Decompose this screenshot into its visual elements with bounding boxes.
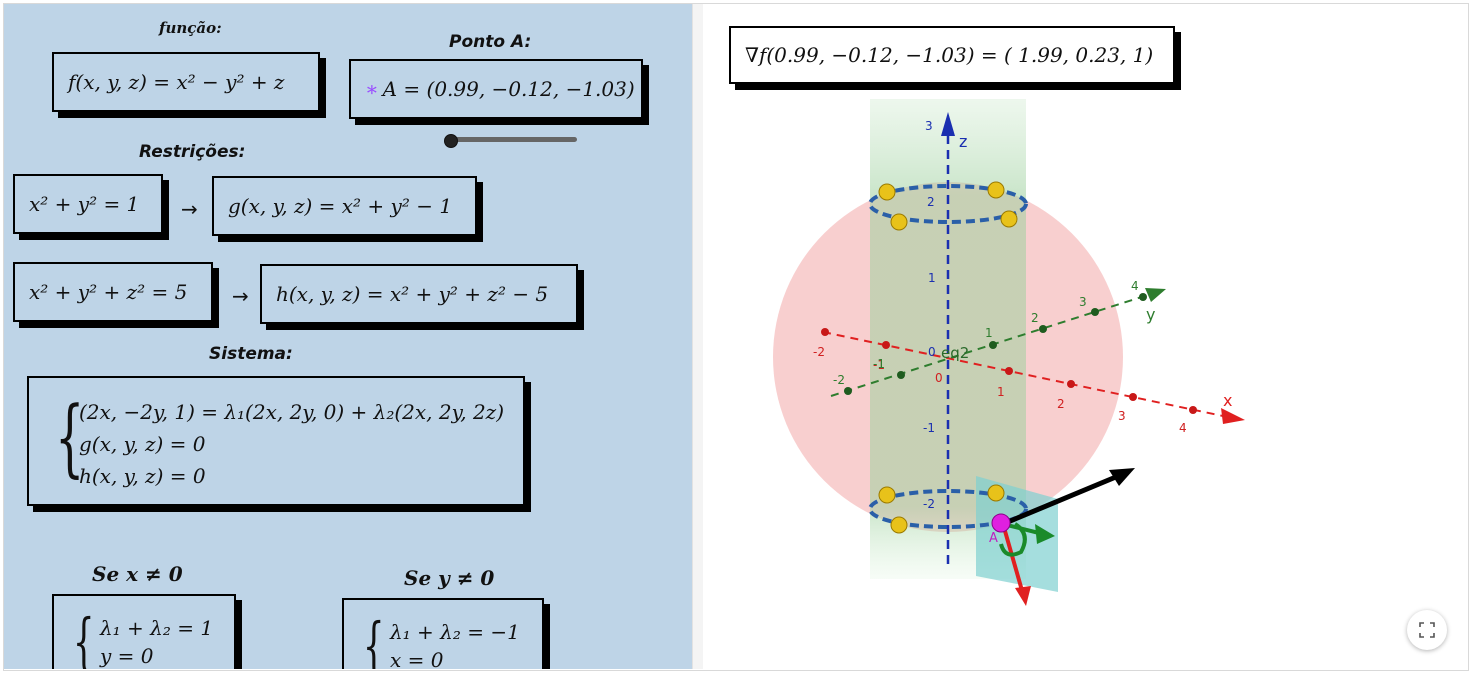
y-tick-label: -1 <box>873 357 885 371</box>
case-y-box[interactable]: { λ₁ + λ₂ = −1 x = 0 <box>342 598 544 669</box>
normal-g-vector[interactable] <box>1001 523 1025 595</box>
z-axis-arrow <box>941 112 955 136</box>
constraint1-box[interactable]: x² + y² = 1 <box>13 174 163 234</box>
constraint2-box[interactable]: x² + y² + z² = 5 <box>13 262 213 322</box>
ponto-heading: Ponto A: <box>449 32 532 52</box>
gradient-box[interactable]: ∇f(0.99, −0.12, −1.03) = ( 1.99, 0.23, 1… <box>729 26 1175 84</box>
z-tick-label: -1 <box>923 421 935 435</box>
y-tick-label: 4 <box>1131 279 1139 293</box>
g-function: g(x, y, z) = x² + y² − 1 <box>228 194 453 218</box>
eq2-label: eq2 <box>941 344 969 362</box>
x-axis <box>822 331 1224 417</box>
y-tick-label: 1 <box>985 326 993 340</box>
left-brace: { <box>55 388 85 486</box>
constraint2-eq: x² + y² + z² = 5 <box>29 280 188 304</box>
x-tick-label: -2 <box>813 345 825 359</box>
normal-g-arrow <box>1015 586 1031 606</box>
angle-arc <box>999 522 1027 557</box>
g-function-box[interactable]: g(x, y, z) = x² + y² − 1 <box>212 176 477 236</box>
y-axis-arrow <box>1145 288 1166 302</box>
case-y-line-2: x = 0 <box>390 648 444 669</box>
y-axis-ticks <box>844 293 1147 395</box>
fullscreen-button[interactable] <box>1407 610 1447 650</box>
intersection-curve-top[interactable] <box>868 184 1028 224</box>
x-tick-label: 3 <box>1118 409 1126 423</box>
point-a[interactable] <box>991 513 1011 533</box>
x-axis-arrow <box>1221 408 1245 424</box>
arrow-icon: → <box>181 197 198 221</box>
intersection-curve-bottom[interactable] <box>868 489 1028 529</box>
fullscreen-icon <box>1419 622 1435 638</box>
y-tick-label: 2 <box>1031 311 1039 325</box>
case-x-line-2: y = 0 <box>100 644 154 668</box>
system-line-2: g(x, y, z) = 0 <box>79 432 206 456</box>
constraint1-eq: x² + y² = 1 <box>29 192 140 216</box>
x-tick-label: 4 <box>1179 421 1187 435</box>
restricoes-heading: Restrições: <box>139 142 246 162</box>
z-tick-label: -2 <box>923 497 935 511</box>
case-y-line-1: λ₁ + λ₂ = −1 <box>390 620 520 644</box>
x-axis-label: x <box>1223 391 1232 410</box>
gradient-text: ∇f(0.99, −0.12, −1.03) = ( 1.99, 0.23, 1… <box>745 43 1154 67</box>
point-a-label: A <box>989 531 998 546</box>
origin-label: 0 <box>935 371 943 385</box>
gradient-vector-arrow <box>1109 468 1135 486</box>
function-box[interactable]: f(x, y, z) = x² − y² + z <box>52 52 320 112</box>
point-a-box[interactable]: ∗ A = (0.99, −0.12, −1.03) <box>349 59 643 119</box>
algebra-panel: função: f(x, y, z) = x² − y² + z Ponto A… <box>4 4 692 669</box>
point-star-icon: ∗ <box>365 77 379 101</box>
system-box[interactable]: { (2x, −2y, 1) = λ₁(2x, 2y, 0) + λ₂(2x, … <box>27 376 525 506</box>
x-tick-label: 2 <box>1057 397 1065 411</box>
function-formula: f(x, y, z) = x² − y² + z <box>68 70 285 94</box>
point-a-value: A = (0.99, −0.12, −1.03) <box>382 77 635 101</box>
se-x-heading: Se x ≠ 0 <box>92 562 183 586</box>
y-tick-label: -2 <box>833 373 845 387</box>
case-x-line-1: λ₁ + λ₂ = 1 <box>100 616 214 640</box>
system-line-1: (2x, −2y, 1) = λ₁(2x, 2y, 0) + λ₂(2x, 2y… <box>79 400 505 424</box>
point-slider-handle[interactable] <box>444 134 458 148</box>
normal-h-arrow <box>1035 524 1055 544</box>
critical-points[interactable] <box>878 181 1018 534</box>
z-tick-label: 2 <box>927 195 935 209</box>
gradient-vector[interactable] <box>1002 471 1124 527</box>
x-axis-ticks <box>821 328 1197 414</box>
se-y-heading: Se y ≠ 0 <box>404 566 495 590</box>
sistema-heading: Sistema: <box>209 344 293 364</box>
y-tick-label: 3 <box>1079 295 1087 309</box>
x-tick-label: -1 <box>873 358 885 372</box>
arrow-icon: → <box>232 284 249 308</box>
y-axis-label: y <box>1146 305 1155 324</box>
point-slider-track[interactable] <box>449 137 577 142</box>
left-brace: { <box>362 609 385 669</box>
z-tick-label: 0 <box>928 345 936 359</box>
scene-3d[interactable]: -2 -1 1 2 3 4 -2 -1 1 2 3 4 3 2 1 0 -1 -… <box>703 4 1466 669</box>
system-line-3: h(x, y, z) = 0 <box>79 464 206 488</box>
h-function: h(x, y, z) = x² + y² + z² − 5 <box>276 282 549 306</box>
z-axis-label: z <box>959 132 967 151</box>
x-tick-label: 1 <box>997 385 1005 399</box>
case-x-box[interactable]: { λ₁ + λ₂ = 1 y = 0 <box>52 594 236 669</box>
z-tick-label: 1 <box>928 271 936 285</box>
left-brace: { <box>72 605 95 669</box>
h-function-box[interactable]: h(x, y, z) = x² + y² + z² − 5 <box>260 264 578 324</box>
z-tick-label: 3 <box>925 119 933 133</box>
tangent-plane[interactable] <box>976 476 1058 592</box>
graphics-3d-view[interactable]: -2 -1 1 2 3 4 -2 -1 1 2 3 4 3 2 1 0 -1 -… <box>703 4 1466 669</box>
funcao-heading: função: <box>159 19 222 37</box>
